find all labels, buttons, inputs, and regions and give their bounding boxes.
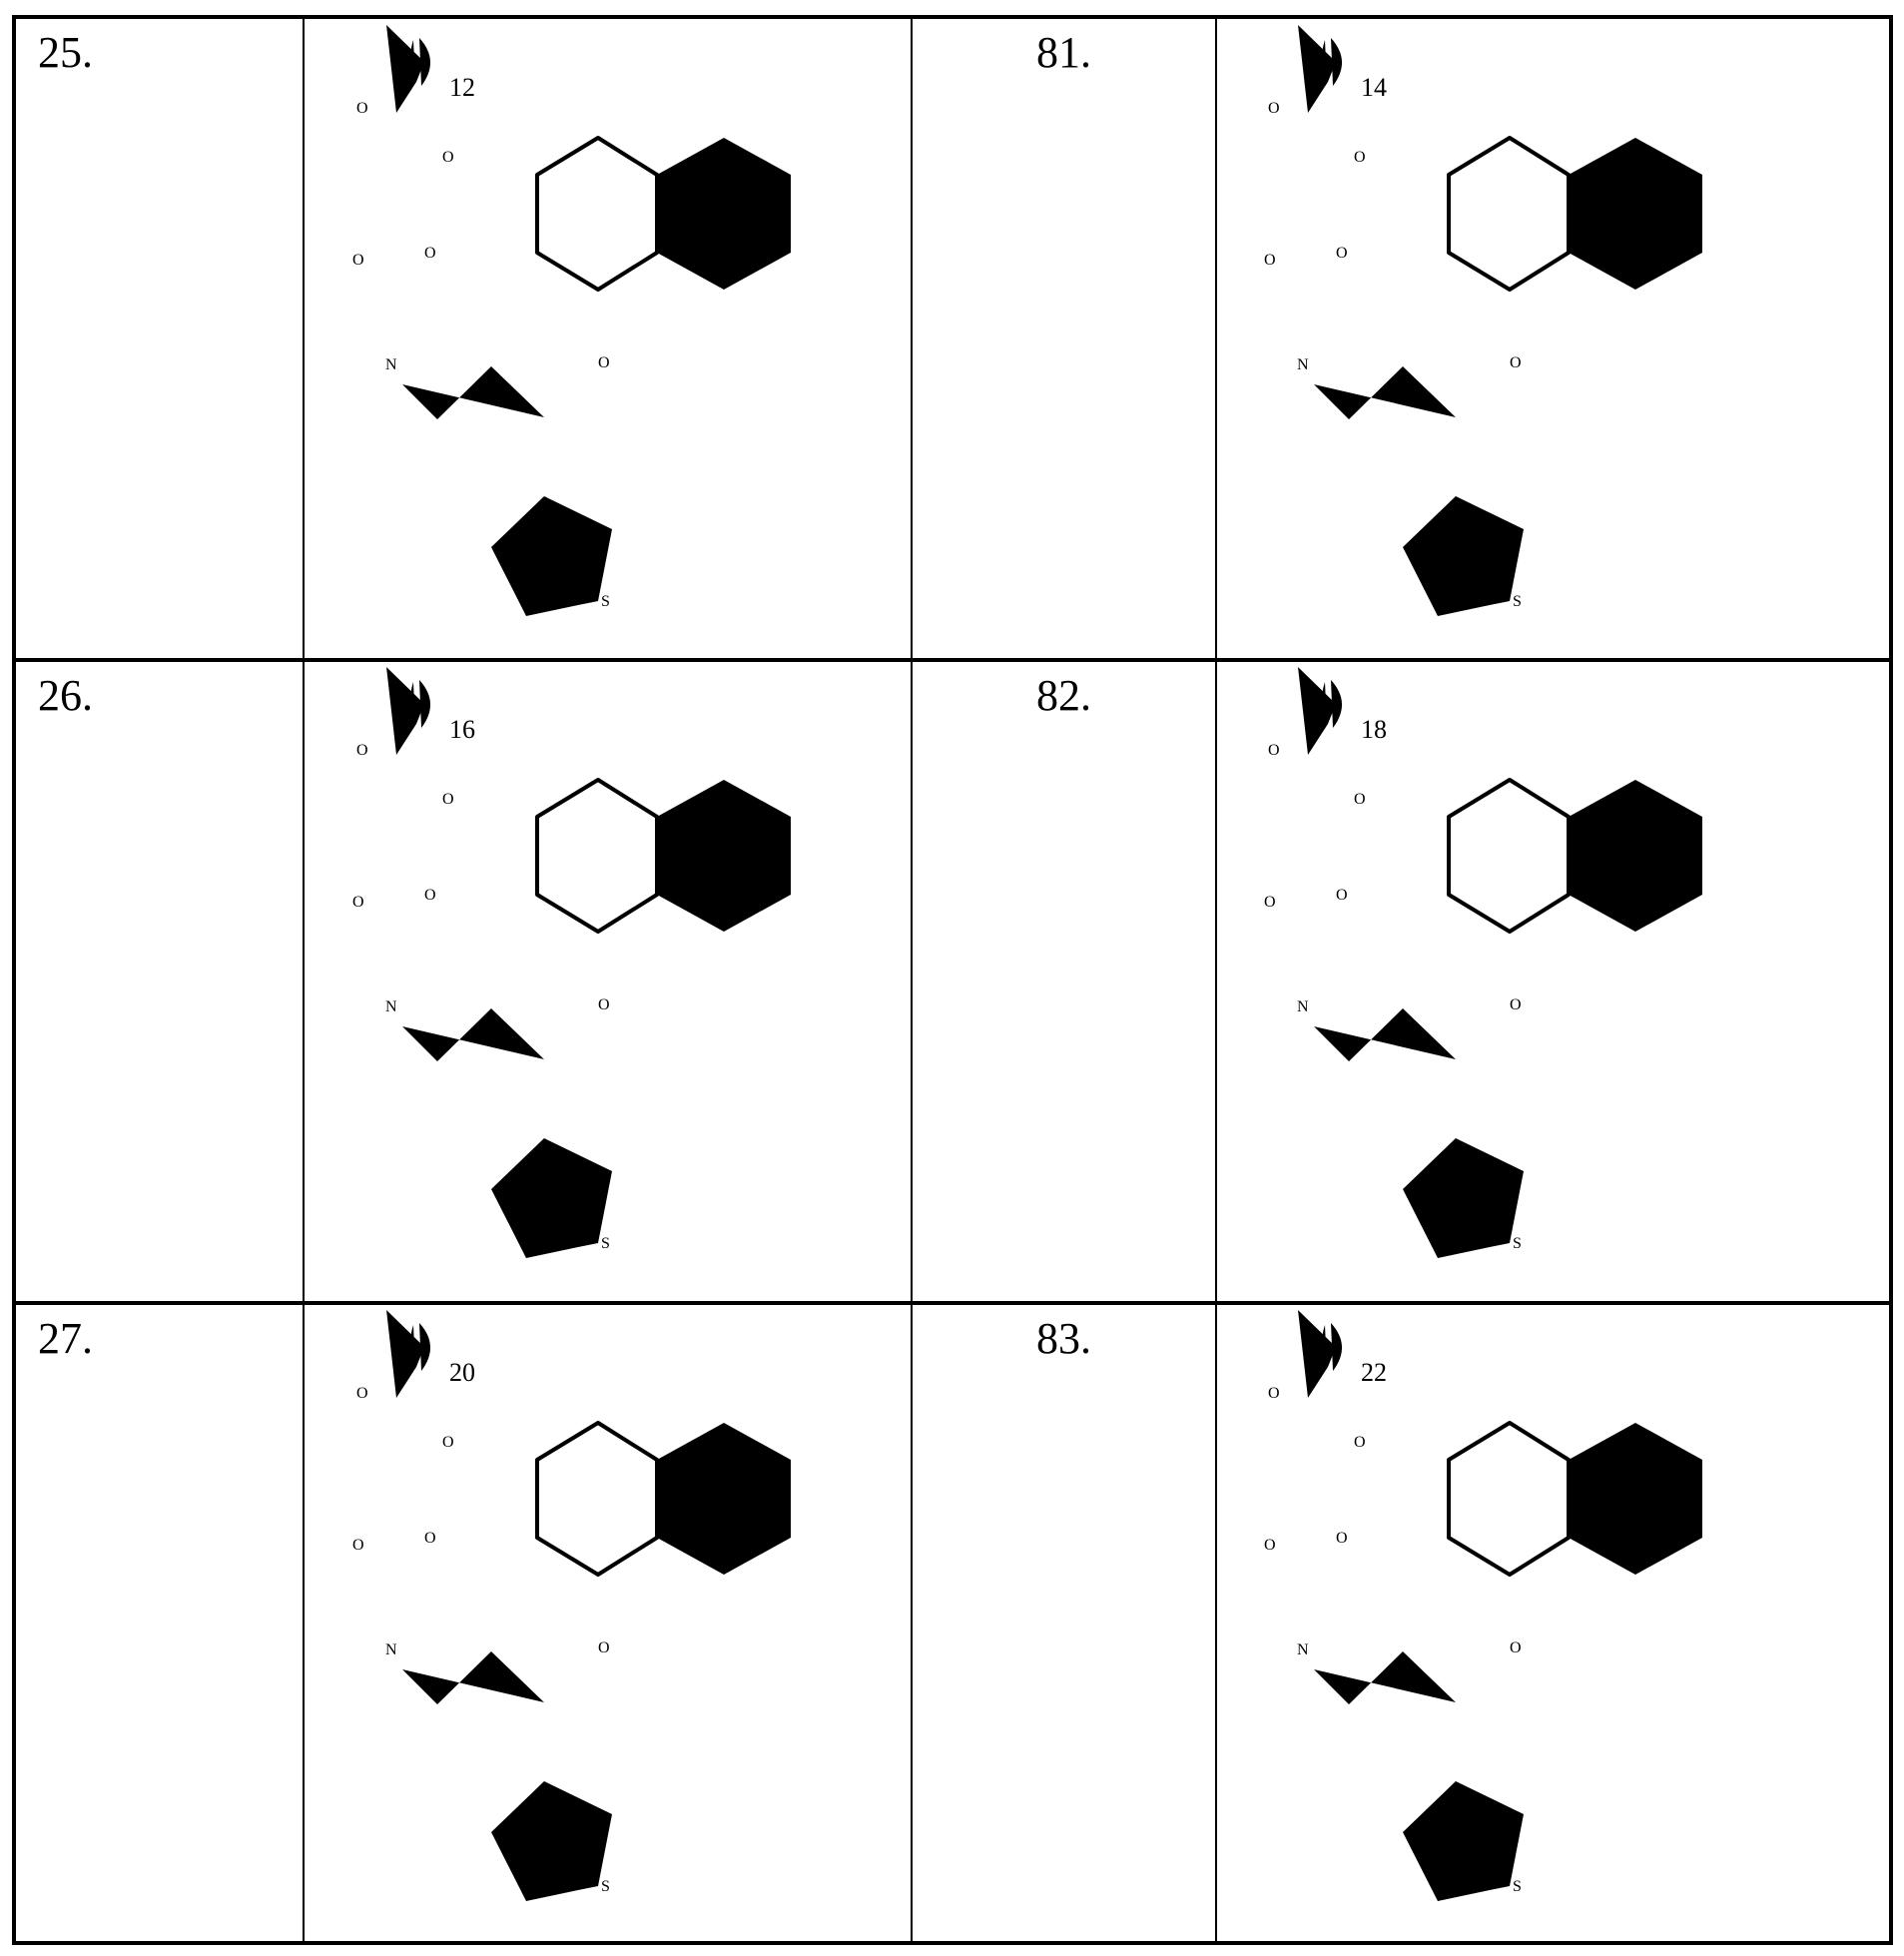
compound-number: 26. bbox=[38, 671, 93, 720]
chemical-structure-icon: 20 bbox=[328, 1308, 793, 1903]
chain-length-subscript: 12 bbox=[449, 73, 475, 102]
chain-length-subscript: 20 bbox=[449, 1358, 475, 1387]
structure-cell: 22 bbox=[1214, 1301, 1891, 1943]
column-divider-1 bbox=[303, 19, 305, 1941]
structure-cell: 16 bbox=[303, 658, 911, 1300]
compound-number-cell: 81. bbox=[913, 19, 1215, 658]
chemical-structure-icon: 12 bbox=[328, 23, 793, 618]
chemical-structure-icon: 16 bbox=[328, 665, 793, 1260]
compound-number-cell: 82. bbox=[913, 662, 1215, 1301]
chain-length-subscript: 18 bbox=[1361, 715, 1387, 744]
chain-length-subscript: 16 bbox=[449, 715, 475, 744]
column-divider-2 bbox=[911, 19, 913, 1941]
structure-cell: 20 bbox=[303, 1301, 911, 1943]
compound-number: 27. bbox=[38, 1314, 93, 1363]
chain-length-subscript: 14 bbox=[1361, 73, 1387, 102]
chemical-structure-icon: 22 bbox=[1240, 1308, 1704, 1903]
column-divider-3 bbox=[1215, 19, 1217, 1941]
chemical-structure-icon: 14 bbox=[1240, 23, 1704, 618]
structure-cell: 12 bbox=[303, 16, 911, 658]
compound-number: 82. bbox=[1036, 671, 1091, 720]
chain-length-subscript: 22 bbox=[1361, 1358, 1387, 1387]
compound-number-cell: 26. bbox=[16, 662, 303, 1301]
compound-number: 25. bbox=[38, 28, 93, 77]
compound-number: 83. bbox=[1036, 1314, 1091, 1363]
structure-cell: 14 bbox=[1214, 16, 1891, 658]
compound-number-cell: 83. bbox=[913, 1305, 1215, 1944]
row-divider-2 bbox=[16, 1301, 1889, 1305]
row-divider-1 bbox=[16, 658, 1889, 662]
compound-number-cell: 27. bbox=[16, 1305, 303, 1944]
structure-cell: 18 bbox=[1214, 658, 1891, 1300]
compound-number: 81. bbox=[1036, 28, 1091, 77]
compound-table bbox=[12, 15, 1893, 1945]
chemical-structure-icon: 18 bbox=[1240, 665, 1704, 1260]
compound-number-cell: 25. bbox=[16, 19, 303, 658]
